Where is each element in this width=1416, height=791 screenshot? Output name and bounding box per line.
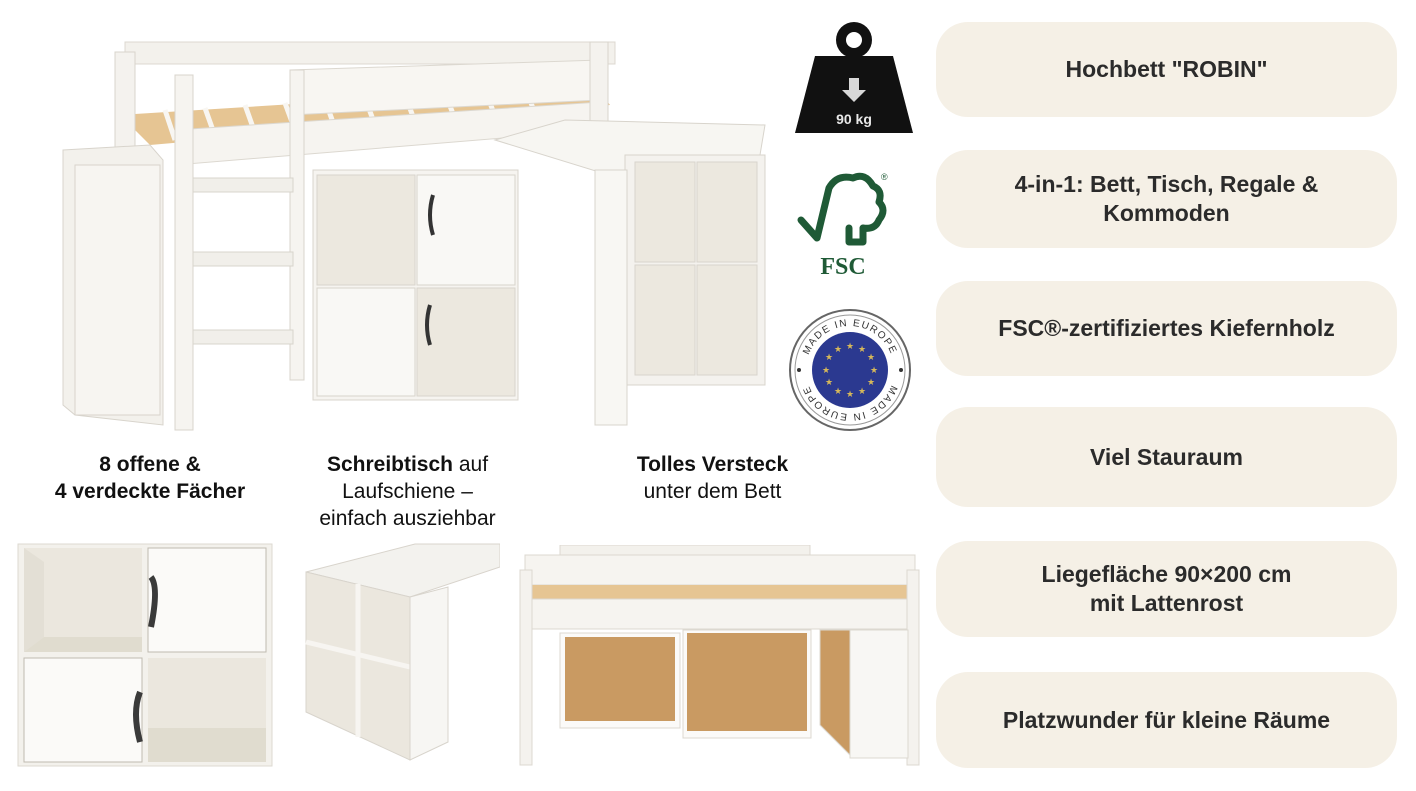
svg-text:★: ★ — [846, 342, 854, 352]
svg-text:★: ★ — [825, 353, 833, 363]
weight-icon: 90 kg — [793, 18, 915, 136]
cabinet-illustration — [17, 543, 273, 767]
feature-pill-fsc: FSC®-zertifiziertes Kiefernholz — [936, 281, 1397, 376]
desk-image — [300, 542, 500, 768]
svg-text:★: ★ — [834, 387, 842, 397]
feature-pill-storage: Viel Stauraum — [936, 407, 1397, 507]
fsc-logo-icon: ® FSC — [795, 170, 891, 280]
feature-title-text: Hochbett "ROBIN" — [1065, 56, 1268, 82]
feature-pill-4in1: 4-in-1: Bett, Tisch, Regale & Kommoden — [936, 150, 1397, 248]
weight-label: 90 kg — [836, 111, 872, 127]
svg-text:★: ★ — [858, 345, 866, 355]
caption-desk: Schreibtisch auf Laufschiene – einfach a… — [295, 451, 520, 532]
arrow-down-icon — [842, 78, 866, 102]
fsc-label: FSC — [820, 254, 865, 280]
svg-text:★: ★ — [858, 387, 866, 397]
feature-storage-text: Viel Stauraum — [1090, 443, 1243, 470]
feature-4in1-line2: Kommoden — [1103, 200, 1230, 226]
caption-desk-bold: Schreibtisch — [326, 453, 453, 476]
feature-space-text: Platzwunder für kleine Räume — [1002, 706, 1331, 733]
main-product-image — [55, 30, 775, 440]
feature-pill-mattress-size: Liegefläche 90×200 cm mit Lattenrost — [936, 541, 1397, 637]
feature-4in1-line1: 4-in-1: Bett, Tisch, Regale & — [1014, 171, 1319, 197]
caption-hideout-bold: Tolles Versteck — [636, 453, 789, 476]
svg-text:★: ★ — [870, 366, 878, 376]
svg-text:★: ★ — [834, 345, 842, 355]
caption-hideout-line2: unter dem Bett — [643, 480, 782, 503]
caption-compartments-line1: 8 offene & — [99, 453, 201, 476]
bed-back-illustration — [519, 545, 920, 766]
feature-size-line2: mit Lattenrost — [1089, 590, 1244, 616]
made-in-europe-seal-icon: MADE IN EUROPE MADE IN EUROPE ★★★ ★★★ ★★… — [787, 307, 913, 433]
feature-pill-space-saver: Platzwunder für kleine Räume — [936, 672, 1397, 768]
desk-illustration — [305, 543, 500, 761]
svg-text:★: ★ — [822, 366, 830, 376]
feature-size-line1: Liegefläche 90×200 cm — [1041, 561, 1292, 587]
bed-back-image — [515, 545, 920, 770]
loft-bed-illustration — [62, 41, 766, 431]
caption-desk-line2: Laufschiene – — [342, 480, 473, 503]
svg-text:★: ★ — [825, 378, 833, 388]
cabinet-image — [16, 542, 274, 768]
svg-text:★: ★ — [867, 378, 875, 388]
feature-fsc-text: FSC®-zertifiziertes Kiefernholz — [998, 315, 1335, 341]
feature-pill-title: Hochbett "ROBIN" — [936, 22, 1397, 117]
caption-desk-normal: auf — [453, 453, 489, 476]
caption-compartments: 8 offene & 4 verdeckte Fächer — [20, 451, 280, 505]
svg-text:®: ® — [881, 172, 888, 182]
svg-text:★: ★ — [846, 390, 854, 400]
caption-hideout: Tolles Versteck unter dem Bett — [600, 451, 825, 505]
caption-desk-line3: einfach ausziehbar — [319, 507, 496, 530]
svg-text:★: ★ — [867, 353, 875, 363]
caption-compartments-line2: 4 verdeckte Fächer — [54, 480, 246, 503]
